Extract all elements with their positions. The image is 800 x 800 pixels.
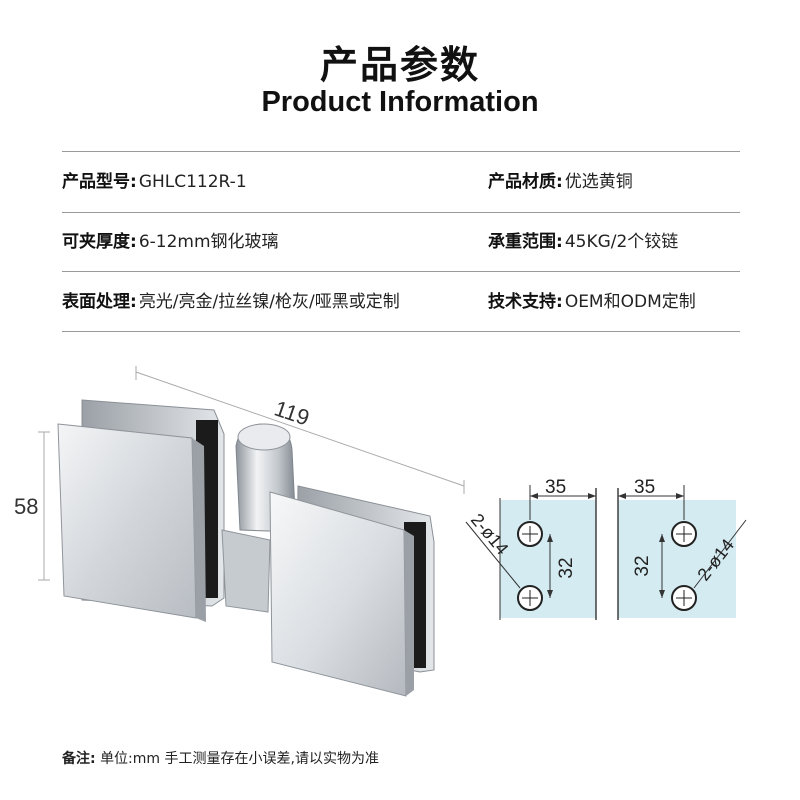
spec-value: 优选黄铜	[564, 172, 633, 192]
spec-label: 产品材质:	[488, 172, 563, 192]
footnote: 备注: 单位:mm 手工测量存在小误差,请以实物为准	[62, 748, 379, 768]
spec-label: 表面处理:	[62, 292, 137, 312]
page-title: 产品参数	[319, 43, 480, 87]
footnote-label: 备注:	[62, 751, 96, 767]
divider	[62, 331, 740, 332]
hole-diagram-left: 35 32 2-ø14	[465, 477, 597, 620]
divider	[62, 151, 740, 152]
spec-model: 产品型号:GHLC112R-1	[62, 172, 247, 192]
divider	[62, 271, 740, 272]
spec-label: 可夹厚度:	[62, 232, 137, 252]
height-label: 58	[14, 494, 38, 519]
page-subtitle: Product Information	[261, 86, 539, 118]
spec-value: GHLC112R-1	[138, 172, 247, 192]
height-dimension: 58	[14, 431, 50, 581]
spec-value: 6-12mm钢化玻璃	[138, 232, 279, 252]
spec-thickness: 可夹厚度:6-12mm钢化玻璃	[62, 232, 279, 252]
footnote-text: 单位:mm 手工测量存在小误差,请以实物为准	[100, 751, 379, 767]
hole-spacing-vertical: 32	[556, 557, 577, 578]
hole-spacing-horizontal: 35	[634, 477, 655, 498]
product-diagram: 119 58 35	[14, 366, 747, 697]
hole-spacing-vertical: 32	[632, 555, 653, 576]
divider	[62, 212, 740, 213]
spec-support: 技术支持:OEM和ODM定制	[488, 292, 696, 312]
hole-spacing-horizontal: 35	[545, 477, 566, 498]
hinge-image	[57, 399, 435, 697]
spec-value: 45KG/2个铰链	[564, 232, 679, 252]
spec-load: 承重范围:45KG/2个铰链	[488, 232, 678, 252]
spec-finish: 表面处理:亮光/亮金/拉丝镍/枪灰/哑黑或定制	[62, 292, 400, 312]
spec-label: 承重范围:	[488, 232, 563, 252]
spec-label: 产品型号:	[62, 172, 137, 192]
spec-material: 产品材质:优选黄铜	[488, 172, 633, 192]
spec-label: 技术支持:	[488, 292, 563, 312]
spec-value: OEM和ODM定制	[564, 292, 696, 312]
hole-diagram-right: 35 32 2-ø14	[617, 477, 747, 620]
spec-value: 亮光/亮金/拉丝镍/枪灰/哑黑或定制	[138, 292, 400, 312]
